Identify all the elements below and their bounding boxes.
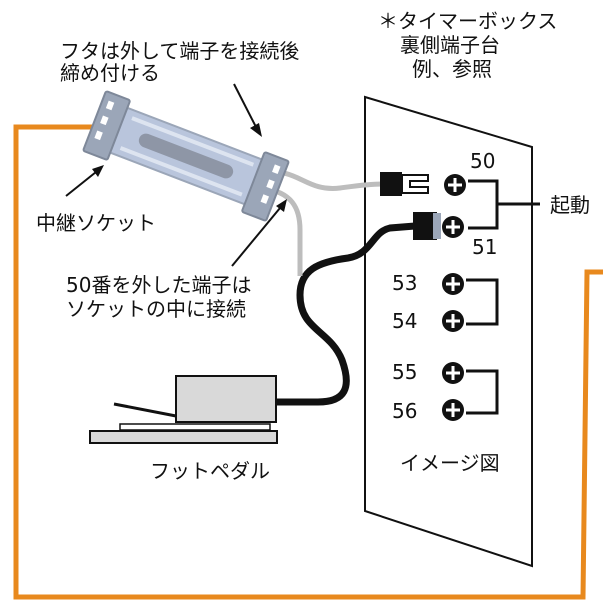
foot-pedal-icon xyxy=(89,375,278,444)
spade-connector-icon xyxy=(380,172,429,196)
gray-wire-bottom xyxy=(261,185,303,274)
terminal-panel xyxy=(364,95,533,568)
socket-note-line2: 締め付ける xyxy=(60,61,160,85)
timer-note-line1: ＊タイマーボックス xyxy=(378,9,557,33)
relay-socket-icon xyxy=(82,90,290,222)
relay-socket-label: 中継ソケット xyxy=(36,211,156,235)
connector-51 xyxy=(413,212,441,240)
pedal-cable xyxy=(272,222,419,406)
enclosure-outline xyxy=(13,124,603,600)
terminal-label-51: 51 xyxy=(472,235,497,259)
terminal-label-55: 55 xyxy=(392,360,417,384)
screw-slots xyxy=(446,178,462,417)
terminal-label-54: 54 xyxy=(392,309,417,333)
timer-note-line3: 例、参照 xyxy=(412,57,492,81)
terminal-note-line2: ソケットの中に接続 xyxy=(66,297,246,321)
terminal-label-50: 50 xyxy=(470,149,495,173)
terminal-brackets xyxy=(466,179,540,415)
timer-note-line2: 裏側端子台 xyxy=(400,33,500,57)
terminal-label-56: 56 xyxy=(392,399,417,423)
terminal-label-53: 53 xyxy=(392,271,417,295)
start-label: 起動 xyxy=(550,193,590,217)
foot-pedal-label: フットペダル xyxy=(150,459,270,483)
socket-note-line1: フタは外して端子を接続後 xyxy=(60,39,299,63)
image-diagram-label: イメージ図 xyxy=(400,451,500,475)
gray-wire-top xyxy=(261,169,383,191)
terminal-note-line1: 50番を外した端子は xyxy=(66,273,251,297)
pointer-arrows xyxy=(65,83,287,267)
